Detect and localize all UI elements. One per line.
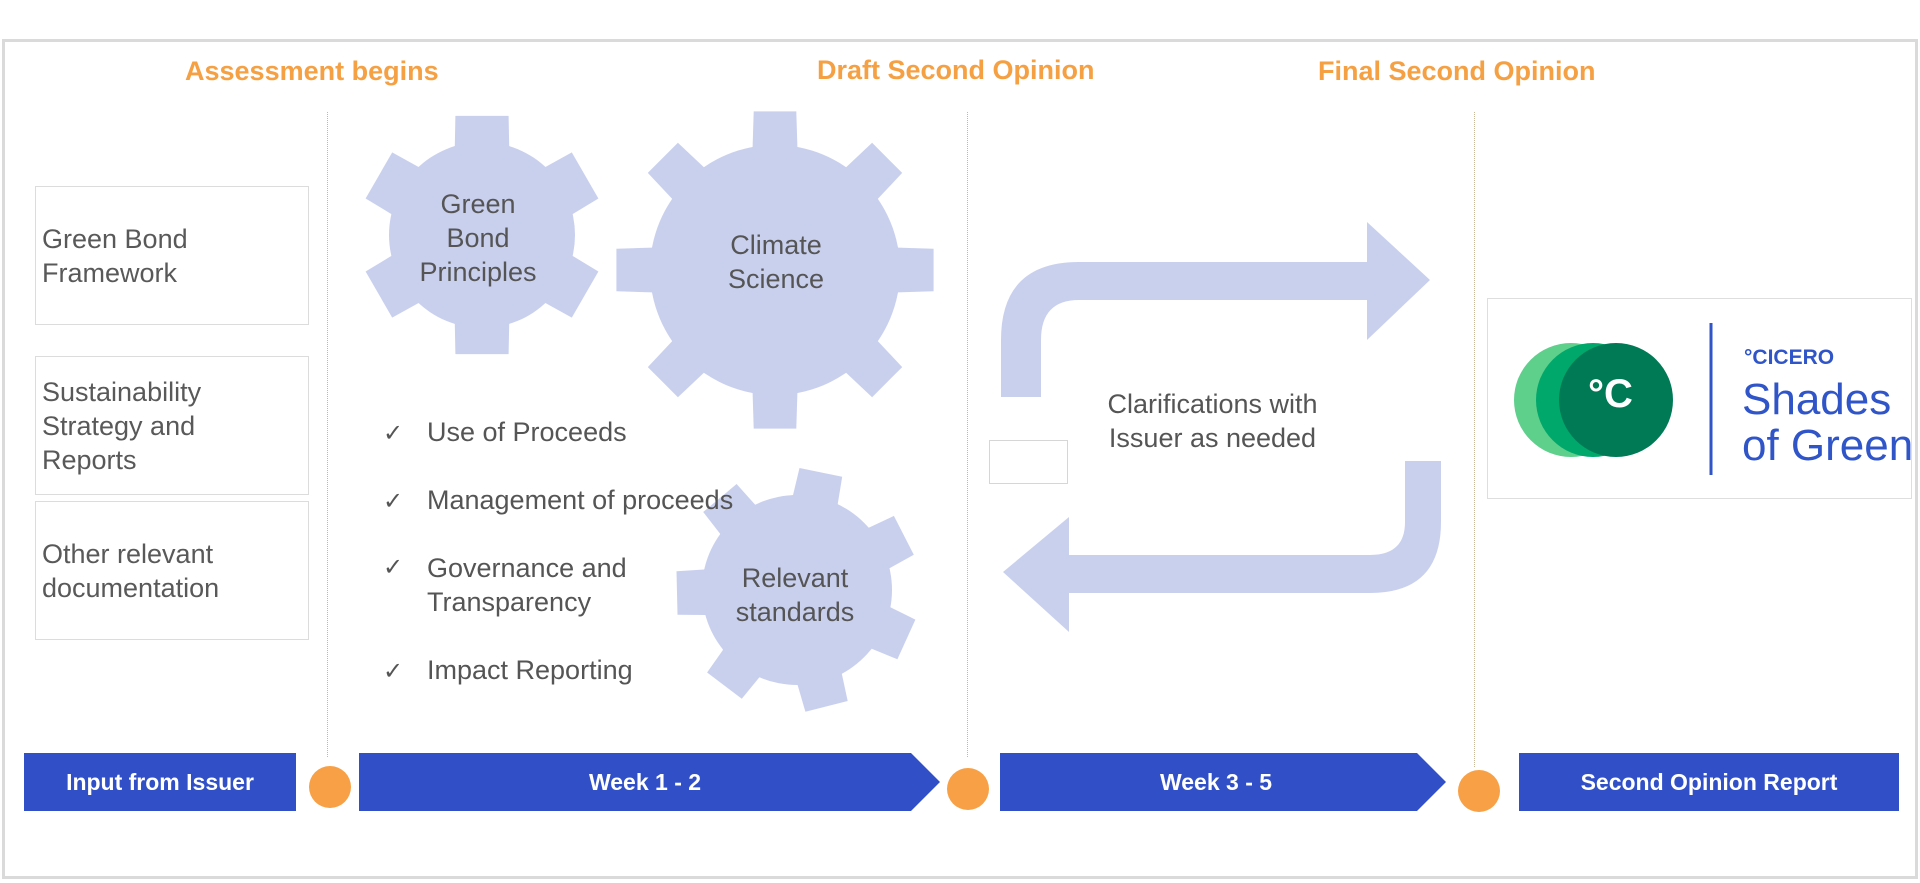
checklist-text: Governance and Transparency: [427, 553, 627, 617]
milestone-final-second-opinion: Final Second Opinion: [1318, 56, 1596, 86]
gear-green-bond-principles-icon: [365, 115, 599, 355]
milestone-dot: [309, 766, 351, 808]
loop-arrow-forward-icon: [1001, 222, 1430, 397]
timeline-label-week-1-2: Week 1 - 2: [588, 768, 702, 795]
gear-climate-science-icon: [616, 111, 934, 429]
milestone-draft-second-opinion: Draft Second Opinion: [817, 55, 1095, 85]
timeline-bar-report: [1519, 753, 1899, 811]
logo-brand: °CICERO: [1744, 346, 1835, 369]
loop-arrow-return-icon: [1003, 461, 1441, 632]
input-doc-label: Green Bond Framework: [42, 223, 188, 288]
checklist-item: ✓ Governance and Transparency: [383, 551, 627, 619]
checklist-item: ✓ Impact Reporting: [383, 653, 633, 689]
checklist-text: Use of Proceeds: [427, 417, 627, 447]
diagram-frame: [2, 39, 1918, 879]
gear-label-climate-science: Climate Science: [727, 230, 825, 294]
separator-line: [967, 112, 968, 757]
checkmark-icon: ✓: [383, 554, 404, 581]
timeline-label-input: Input from Issuer: [66, 768, 254, 795]
logo-product-name: Shades of Green: [1742, 375, 1914, 470]
input-doc-label: Sustainability Strategy and Reports: [42, 376, 202, 475]
checkmark-icon: ✓: [383, 488, 404, 515]
milestone-assessment-begins: Assessment begins: [185, 56, 439, 86]
input-doc-sustainability-strategy: Sustainability Strategy and Reports: [35, 356, 309, 495]
milestone-dot: [947, 768, 989, 810]
gear-teeth: [365, 115, 599, 355]
timeline-bar-week-1-2: [359, 753, 940, 811]
checklist-item: ✓ Management of proceeds: [383, 483, 733, 519]
checkmark-icon: ✓: [383, 420, 404, 447]
milestone-dot: [1458, 770, 1500, 812]
gear-label-relevant-standards: Relevant standards: [735, 563, 855, 627]
timeline-bar-input: [24, 753, 296, 811]
gear-teeth: [616, 111, 934, 429]
logo-degree-symbol: °C: [1588, 372, 1633, 416]
timeline-bar-week-3-5: [1000, 753, 1446, 811]
input-doc-other-documentation: Other relevant documentation: [35, 501, 309, 640]
gear-relevant-standards-icon: [676, 468, 916, 712]
input-doc-label: Other relevant documentation: [42, 538, 220, 603]
separator-line: [327, 112, 328, 757]
input-doc-green-bond-framework: Green Bond Framework: [35, 186, 309, 325]
checkmark-icon: ✓: [383, 658, 404, 685]
checklist-item: ✓ Use of Proceeds: [383, 415, 627, 451]
timeline-label-report: Second Opinion Report: [1580, 768, 1838, 795]
separator-line: [1474, 112, 1475, 767]
timeline-label-week-3-5: Week 3 - 5: [1159, 768, 1273, 795]
gear-teeth: [676, 468, 916, 712]
clarifications-text: Clarifications with Issuer as needed: [1107, 389, 1318, 453]
gear-label-green-bond-principles: Green Bond Principles: [419, 189, 537, 287]
placeholder-box: [989, 440, 1068, 484]
checklist-text: Management of proceeds: [427, 485, 734, 515]
checklist-text: Impact Reporting: [427, 655, 633, 685]
